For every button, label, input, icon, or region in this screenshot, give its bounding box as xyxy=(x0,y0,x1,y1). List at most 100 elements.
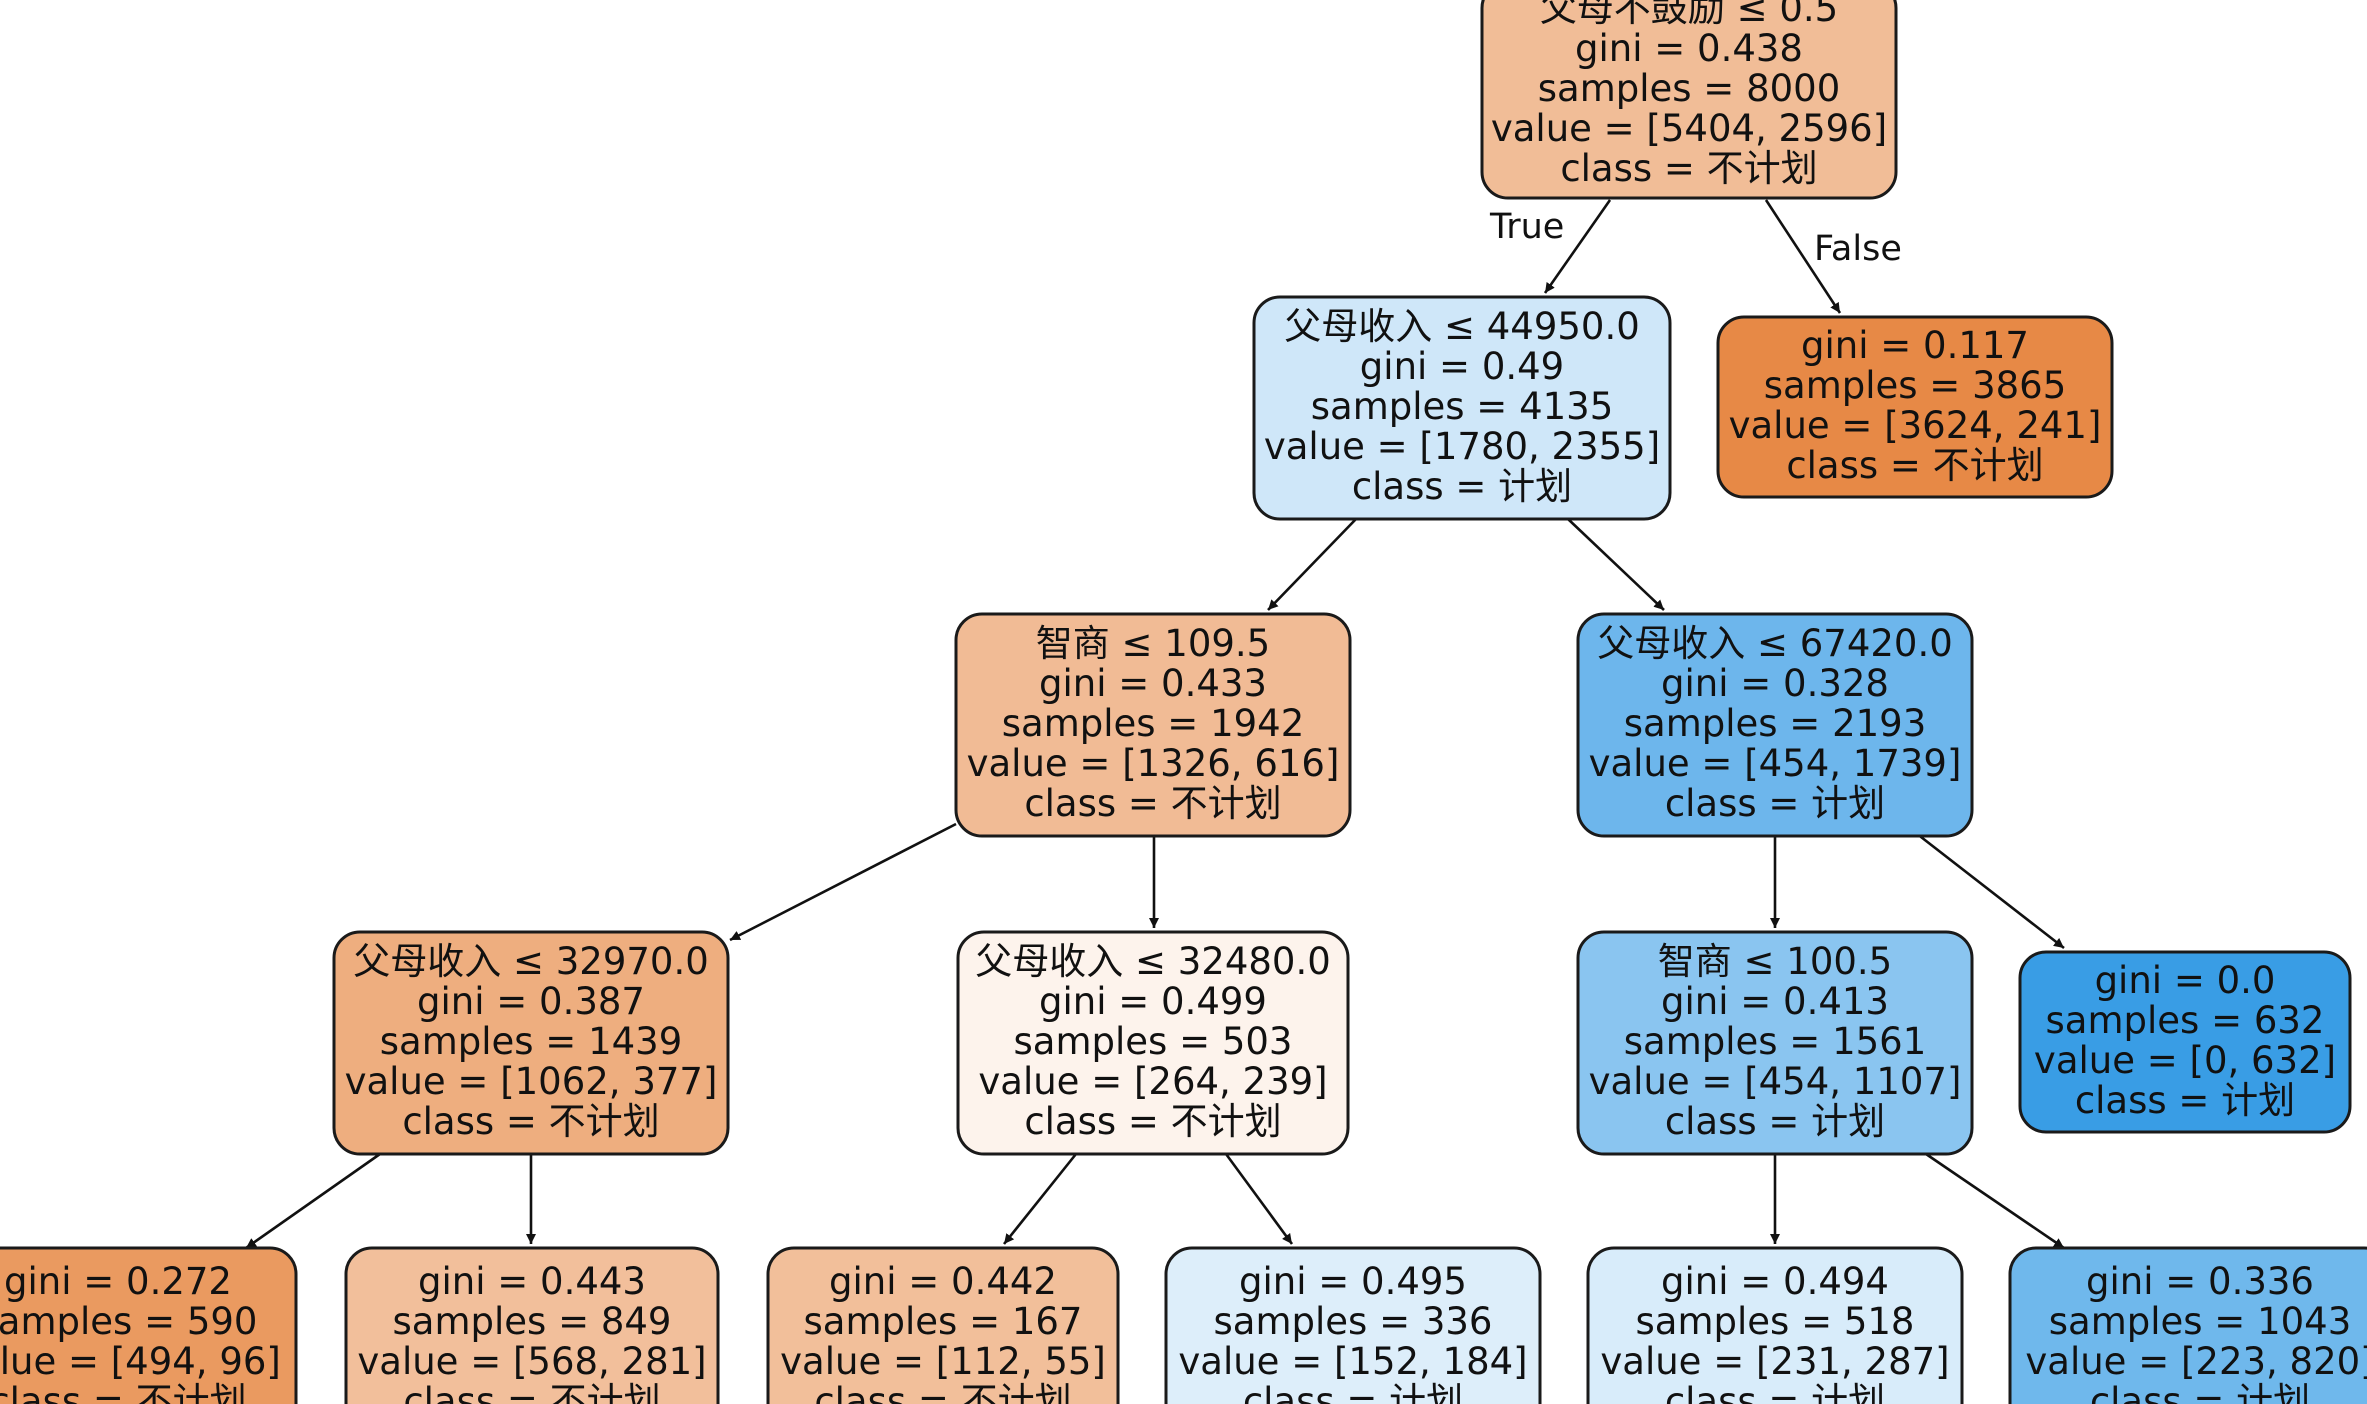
node-value: value = [112, 55] xyxy=(780,1340,1106,1383)
node-samples: samples = 336 xyxy=(1214,1300,1493,1343)
node-samples: samples = 2193 xyxy=(1624,702,1927,745)
node-split-condition: 智商 ≤ 100.5 xyxy=(1658,940,1892,983)
node-split-condition: 父母收入 ≤ 32970.0 xyxy=(353,940,709,983)
node-samples: samples = 1043 xyxy=(2049,1300,2352,1343)
edge-arrow-n1-n4 xyxy=(1567,518,1665,611)
node-value: value = [152, 184] xyxy=(1178,1340,1527,1383)
node-class: class = 计划 xyxy=(1665,1380,1885,1404)
node-value: value = [568, 281] xyxy=(357,1340,706,1383)
node-samples: samples = 518 xyxy=(1636,1300,1915,1343)
node-samples: samples = 590 xyxy=(0,1300,257,1343)
node-gini: gini = 0.433 xyxy=(1039,662,1267,705)
node-class: class = 计划 xyxy=(1352,465,1572,508)
node-class: class = 计划 xyxy=(2075,1079,2295,1122)
node-box xyxy=(1576,930,1974,1156)
node-gini: gini = 0.387 xyxy=(417,980,645,1023)
node-samples: samples = 4135 xyxy=(1311,385,1614,428)
edge-arrow-n4-n8 xyxy=(1911,828,2065,950)
node-gini: gini = 0.494 xyxy=(1661,1260,1889,1303)
edge-arrow-n7-n14 xyxy=(1925,1152,2065,1250)
node-split-condition: 智商 ≤ 109.5 xyxy=(1036,622,1270,665)
edge-label-true: True xyxy=(1489,207,1564,247)
node-box xyxy=(956,930,1350,1156)
node-box xyxy=(2008,1246,2367,1404)
node-samples: samples = 503 xyxy=(1014,1020,1293,1063)
node-gini: gini = 0.117 xyxy=(1801,324,2029,367)
node-box xyxy=(1716,315,2114,499)
node-class: class = 不计划 xyxy=(1024,782,1281,825)
node-gini: gini = 0.499 xyxy=(1039,980,1267,1023)
node-class: class = 不计划 xyxy=(814,1380,1071,1404)
node-value: value = [3624, 241] xyxy=(1729,404,2102,447)
edge-label-false: False xyxy=(1814,229,1902,269)
node-box xyxy=(1252,295,1672,521)
node-value: value = [454, 1739] xyxy=(1589,742,1962,785)
node-box xyxy=(766,1246,1120,1404)
node-samples: samples = 167 xyxy=(804,1300,1083,1343)
node-box xyxy=(2018,950,2352,1134)
edge-arrow-n6-n12 xyxy=(1224,1153,1294,1245)
node-box xyxy=(1586,1246,1964,1404)
node-box xyxy=(0,1246,298,1404)
node-samples: samples = 3865 xyxy=(1764,364,2067,407)
node-split-condition: 父母不鼓励 ≤ 0.5 xyxy=(1540,0,1838,30)
node-gini: gini = 0.0 xyxy=(2095,959,2276,1002)
node-class: class = 不计划 xyxy=(1560,147,1817,190)
node-box xyxy=(954,612,1352,838)
node-gini: gini = 0.272 xyxy=(4,1260,232,1303)
node-class: class = 计划 xyxy=(1665,1100,1885,1143)
node-class: class = 不计划 xyxy=(403,1380,660,1404)
node-class: class = 计划 xyxy=(1665,782,1885,825)
node-gini: gini = 0.442 xyxy=(829,1260,1057,1303)
node-value: value = [1780, 2355] xyxy=(1264,425,1660,468)
node-split-condition: 父母收入 ≤ 67420.0 xyxy=(1597,622,1953,665)
node-value: value = [5404, 2596] xyxy=(1491,107,1887,150)
node-class: class = 不计划 xyxy=(402,1100,659,1143)
edge-arrow-n3-n5 xyxy=(729,822,957,942)
node-class: class = 计划 xyxy=(2090,1380,2310,1404)
node-value: value = [494, 96] xyxy=(0,1340,281,1383)
node-class: class = 不计划 xyxy=(1024,1100,1281,1143)
node-samples: samples = 8000 xyxy=(1538,67,1841,110)
node-value: value = [264, 239] xyxy=(978,1060,1327,1103)
node-value: value = [0, 632] xyxy=(2034,1039,2336,1082)
node-value: value = [454, 1107] xyxy=(1589,1060,1962,1103)
node-split-condition: 父母收入 ≤ 32480.0 xyxy=(975,940,1331,983)
node-box xyxy=(1576,612,1974,838)
node-samples: samples = 1439 xyxy=(380,1020,683,1063)
node-box xyxy=(344,1246,720,1404)
node-value: value = [231, 287] xyxy=(1600,1340,1949,1383)
node-gini: gini = 0.336 xyxy=(2086,1260,2314,1303)
node-gini: gini = 0.495 xyxy=(1239,1260,1467,1303)
node-gini: gini = 0.438 xyxy=(1575,27,1803,70)
node-samples: samples = 849 xyxy=(393,1300,672,1343)
node-class: class = 计划 xyxy=(1243,1380,1463,1404)
node-gini: gini = 0.49 xyxy=(1360,345,1564,388)
edge-arrow-n1-n3 xyxy=(1267,518,1357,611)
node-class: class = 不计划 xyxy=(1786,444,2043,487)
node-value: value = [223, 820] xyxy=(2025,1340,2367,1383)
edge-arrow-n0-n2 xyxy=(1764,199,1842,314)
node-samples: samples = 632 xyxy=(2046,999,2325,1042)
node-value: value = [1326, 616] xyxy=(967,742,1340,785)
node-class: class = 不计划 xyxy=(0,1380,247,1404)
node-samples: samples = 1561 xyxy=(1624,1020,1927,1063)
node-box xyxy=(1164,1246,1542,1404)
edge-arrow-n6-n11 xyxy=(1002,1153,1078,1245)
